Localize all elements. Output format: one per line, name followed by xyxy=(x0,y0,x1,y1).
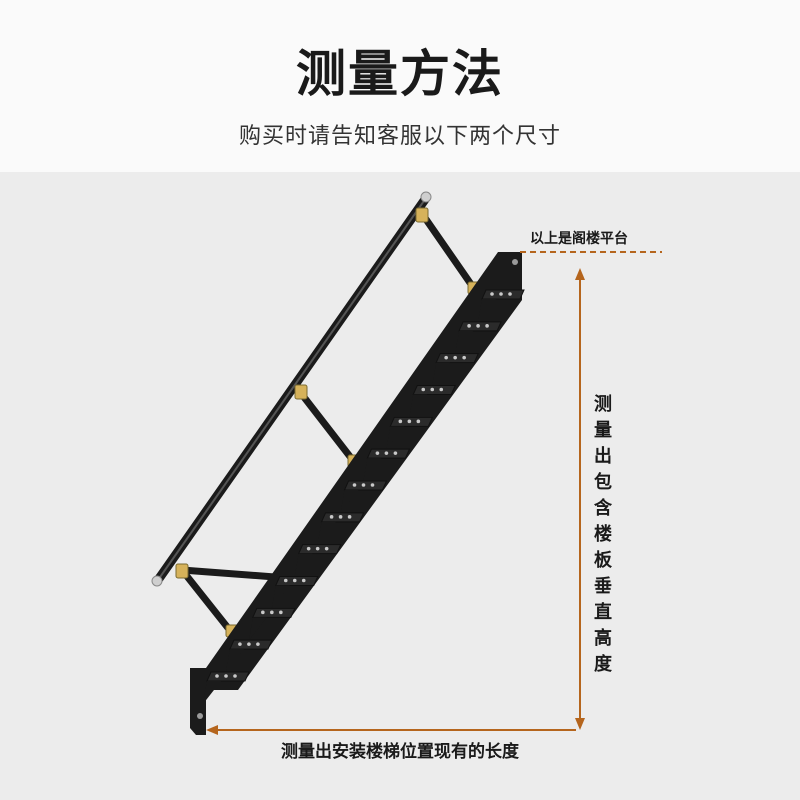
page-title: 测量方法 xyxy=(296,45,504,103)
handrail-braces xyxy=(178,211,479,637)
stair-tread xyxy=(386,416,434,450)
stair-tread xyxy=(271,576,319,609)
stair-treads xyxy=(203,289,525,704)
platform-label: 以上是阁楼平台 xyxy=(530,231,628,247)
length-label: 测量出安装楼梯位置现有的长度 xyxy=(281,742,519,762)
stair-tread xyxy=(478,289,525,322)
diagram-stage xyxy=(0,172,800,800)
stair-tread xyxy=(294,544,342,577)
handrail xyxy=(151,191,432,587)
stair-tread xyxy=(363,448,411,482)
stair-tread xyxy=(203,671,250,704)
stair-tread xyxy=(340,480,388,513)
stair-tread xyxy=(317,512,365,545)
page-subtitle: 购买时请告知客服以下两个尺寸 xyxy=(238,124,561,149)
stair-tread xyxy=(432,353,479,386)
header-banner: 测量方法 购买时请告知客服以下两个尺寸 xyxy=(0,0,800,172)
stair-tread xyxy=(225,639,273,673)
length-arrow xyxy=(206,725,576,735)
stair-tread xyxy=(455,321,502,354)
height-label: 测量出包含楼板垂直高度 xyxy=(594,394,612,675)
stair-tread xyxy=(409,385,457,418)
height-arrow xyxy=(575,268,585,730)
stair-tread xyxy=(248,607,296,641)
